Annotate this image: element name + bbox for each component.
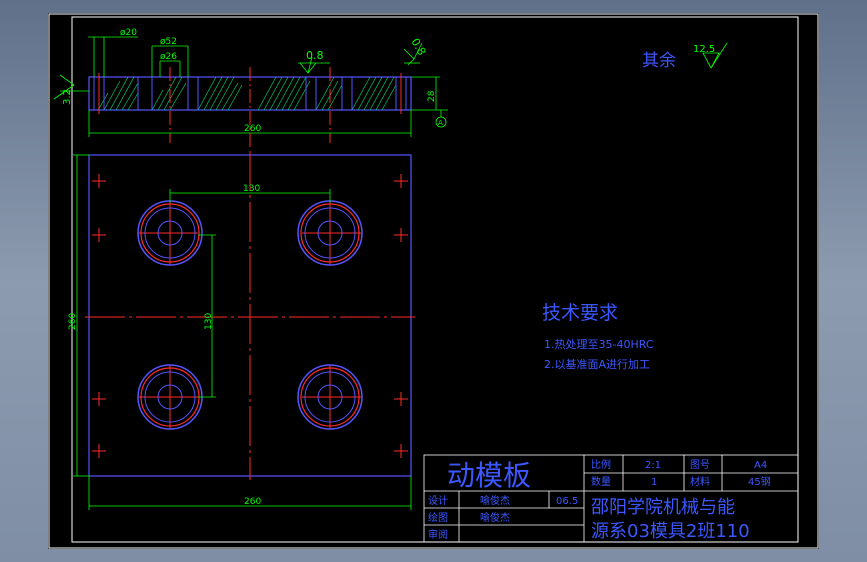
roughness-symbols xyxy=(53,42,728,100)
pin-hole-marks xyxy=(92,174,408,458)
design-name: 喻俊杰 xyxy=(480,494,510,507)
scale-value: 2:1 xyxy=(645,460,661,471)
section-dim-lines xyxy=(60,36,448,137)
guide-hole-br xyxy=(297,364,363,430)
outer-border xyxy=(48,13,819,549)
tech-title: 技术要求 xyxy=(542,302,618,324)
qty-value: 1 xyxy=(651,477,657,488)
section-holes xyxy=(93,77,407,110)
section-view: ø20 ø52 ø26 260 28 3.2 0.8 0.8 A xyxy=(53,28,728,149)
qty-label: 数量 xyxy=(591,475,611,488)
title-block-grid xyxy=(423,454,799,543)
drawing-no-label: 图号 xyxy=(690,459,710,471)
drawing-sheet: ø20 ø52 ø26 260 28 3.2 0.8 0.8 A 其余 12.5 xyxy=(48,13,819,549)
section-hatch xyxy=(97,76,397,111)
tech-line-1: 1.热处理至35-40HRC xyxy=(544,338,654,351)
dim-d26: ø26 xyxy=(160,52,177,62)
cad-drawing: ø20 ø52 ø26 260 28 3.2 0.8 0.8 A 其余 12.5 xyxy=(48,13,819,549)
dim-thickness: 28 xyxy=(427,90,437,102)
part-name: 动模板 xyxy=(447,459,531,492)
drawing-no-value: A4 xyxy=(754,460,767,471)
plan-centerlines xyxy=(85,151,415,480)
review-label: 审阅 xyxy=(428,528,448,541)
dim-d52: ø52 xyxy=(160,37,177,47)
draw-name: 喻俊杰 xyxy=(480,511,510,524)
dim-spacing-v: 130 xyxy=(204,313,214,330)
school-line-2: 源系03模具2班110 xyxy=(591,521,750,542)
dim-height-left: 260 xyxy=(68,313,78,330)
material-label: 材料 xyxy=(690,475,710,488)
datum-symbol xyxy=(435,110,447,128)
roughness-rest-label: 其余 xyxy=(642,51,676,71)
design-date: 06.5 xyxy=(556,496,578,507)
scale-label: 比例 xyxy=(591,458,611,471)
roughness-rest-value: 12.5 xyxy=(693,44,715,55)
title-block: 动模板 比例 2:1 图号 A4 数量 1 材料 45钢 设计 喻俊杰 06.5… xyxy=(423,454,799,543)
dim-d20: ø20 xyxy=(120,28,137,38)
roughness-0-8-a: 0.8 xyxy=(306,49,324,62)
plan-view: 130 130 260 260 xyxy=(68,151,415,510)
dim-width-bottom: 260 xyxy=(244,497,261,507)
dim-spacing-h: 130 xyxy=(243,184,260,194)
dim-width-top: 260 xyxy=(244,124,261,134)
tech-line-2: 2.以基准面A进行加工 xyxy=(544,358,650,371)
material-value: 45钢 xyxy=(748,475,771,488)
roughness-3-2: 3.2 xyxy=(62,89,73,105)
draw-label: 绘图 xyxy=(428,511,448,524)
plan-dim-lines xyxy=(73,154,412,510)
roughness-0-8-b: 0.8 xyxy=(408,36,428,58)
design-label: 设计 xyxy=(428,494,448,507)
datum-label: A xyxy=(438,119,443,127)
section-centerlines xyxy=(98,67,402,149)
school-line-1: 邵阳学院机械与能 xyxy=(591,497,735,518)
